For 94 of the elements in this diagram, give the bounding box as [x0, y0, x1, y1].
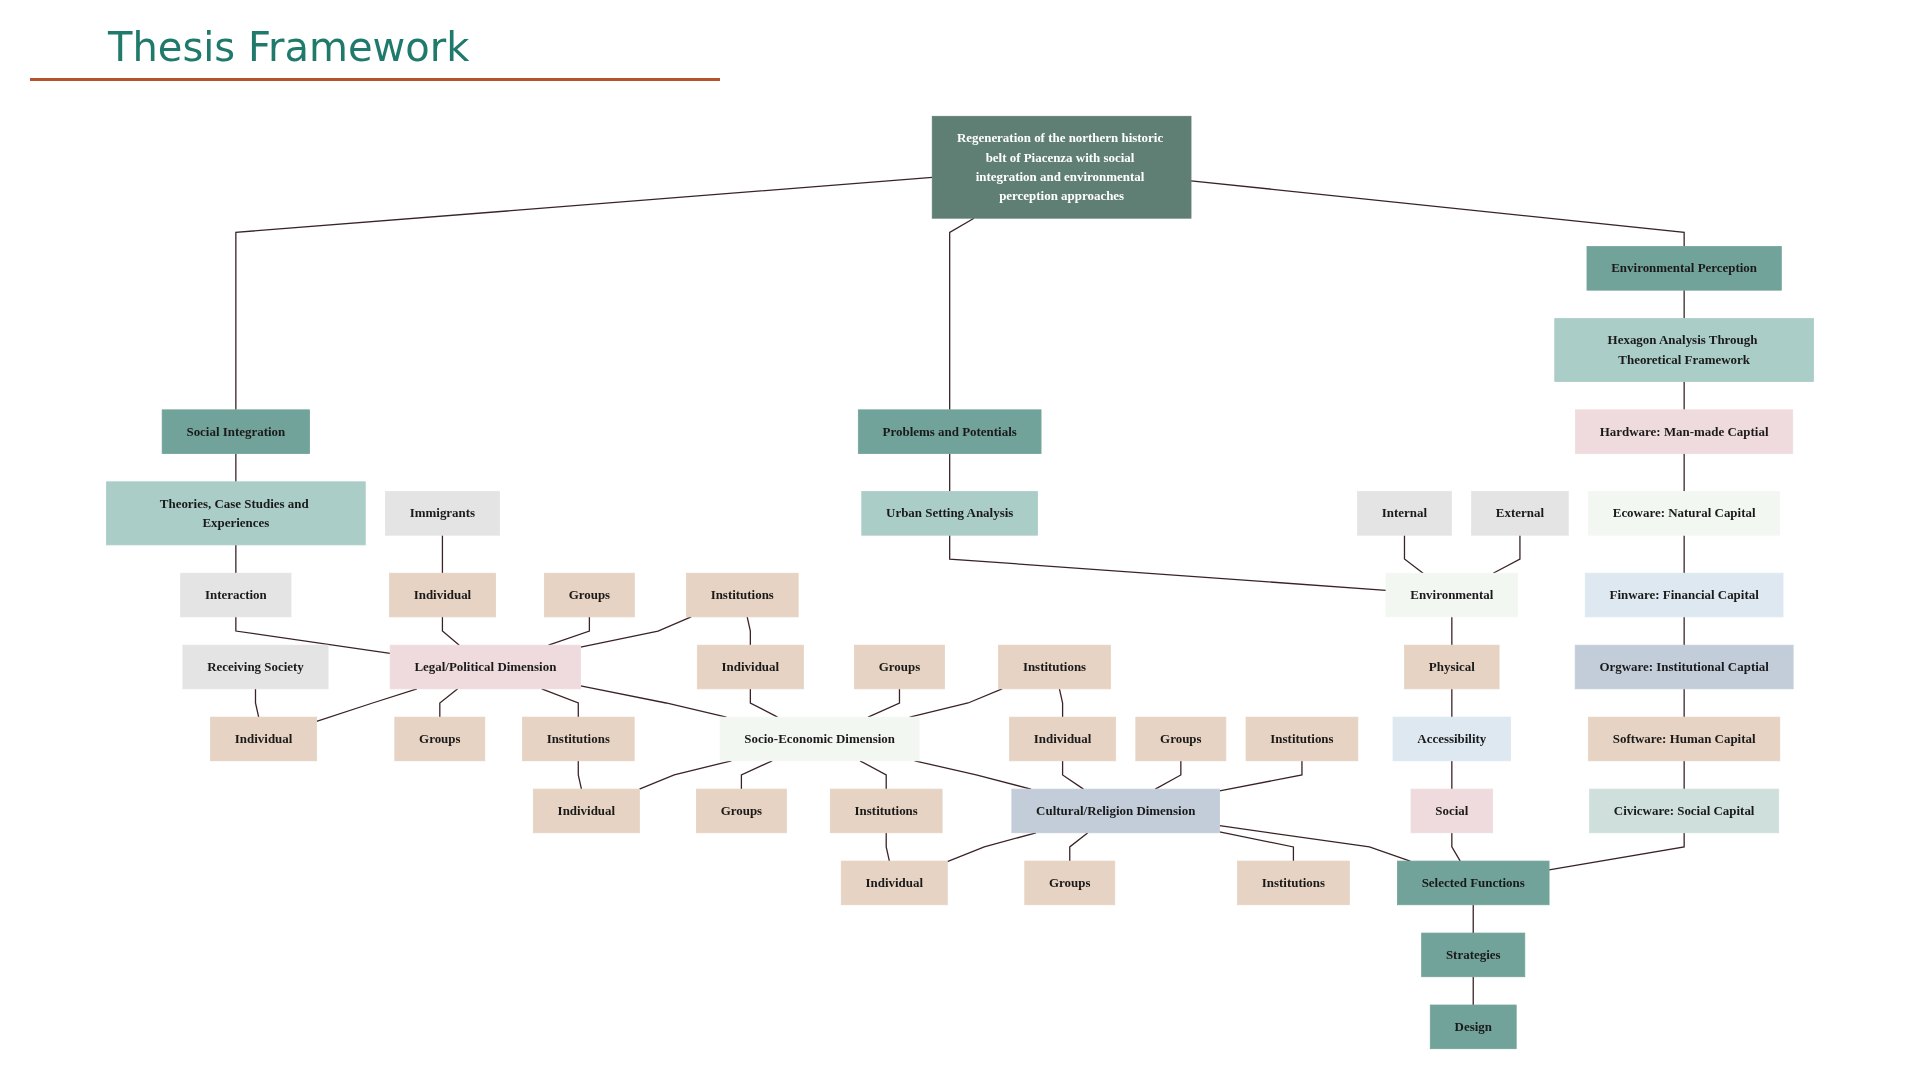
node-box: Groups [394, 716, 486, 762]
node-box: Receiving Society [182, 644, 329, 690]
node-box: Individual [696, 644, 804, 690]
node-box: Individual [210, 716, 317, 762]
node-box: Institutions [1237, 860, 1350, 906]
connector [547, 616, 591, 646]
node-box: Hardware: Man-made Captial [1575, 409, 1794, 454]
node-box: Legal/Political Dimension [389, 644, 581, 690]
connector [949, 217, 975, 411]
connector [1548, 832, 1685, 871]
node-box: Physical [1404, 644, 1500, 690]
connector [1472, 904, 1474, 934]
connector [235, 452, 237, 483]
node-box: Institutions [521, 716, 635, 762]
node-box: Regeneration of the northern historic belt of Piacenza with social integration and environmental perception approaches [931, 115, 1192, 219]
connector [254, 688, 260, 718]
connector [235, 616, 391, 654]
connector [1451, 688, 1453, 718]
node-box: Hexagon Analysis Through Theoretical Framework [1554, 318, 1814, 382]
node-box: Immigrants [385, 491, 500, 536]
node-box: Groups [854, 644, 945, 690]
node-box: Theories, Case Studies and Experiences [106, 481, 366, 546]
node-box: Environmental Perception [1586, 246, 1782, 291]
connector [1451, 832, 1461, 862]
connector [867, 688, 901, 718]
connector [235, 544, 237, 574]
node-box: Software: Human Capital [1588, 716, 1781, 762]
node-box: Accessibility [1392, 716, 1511, 762]
node-box: Orgware: Institutional Captial [1574, 644, 1794, 690]
node-box: Selected Functions [1397, 860, 1550, 906]
connector [441, 616, 460, 646]
connector [949, 452, 951, 493]
node-box: Environmental [1385, 572, 1519, 618]
connector [1218, 825, 1411, 862]
node-box: Institutions [998, 644, 1111, 690]
node-box: Strategies [1421, 932, 1526, 978]
node-box: Individual [1009, 716, 1117, 762]
connector [946, 832, 1037, 863]
connector [1683, 760, 1685, 790]
connector [885, 832, 891, 862]
connector [1683, 616, 1685, 646]
connector [1683, 289, 1685, 320]
connector [1069, 832, 1089, 862]
node-box: Institutions [829, 788, 943, 834]
connector [1218, 831, 1295, 862]
connector [439, 688, 459, 718]
title: Thesis Framework [108, 24, 470, 70]
connector [441, 534, 444, 574]
connector [1683, 452, 1685, 493]
connector [1154, 760, 1182, 790]
node-box: Institutions [685, 572, 799, 618]
node-box: Social Integration [161, 409, 310, 454]
connector [749, 688, 779, 718]
connector [235, 176, 933, 411]
connector [1451, 616, 1453, 646]
node-box: Socio-Economic Dimension [719, 716, 920, 762]
node-box: Individual [389, 572, 496, 618]
node-box: Social [1410, 788, 1494, 834]
connector [1683, 534, 1685, 574]
connector [1403, 534, 1424, 574]
node-box: Urban Setting Analysis [861, 491, 1038, 536]
node-box: Design [1429, 1004, 1517, 1050]
connector [746, 616, 751, 646]
node-box: Groups [544, 572, 635, 618]
connector [859, 760, 887, 790]
node-box: Groups [696, 788, 787, 834]
node-box: Finware: Financial Capital [1584, 572, 1784, 618]
connector [1683, 380, 1685, 411]
connector [1061, 760, 1085, 790]
node-box: Ecoware: Natural Capital [1588, 491, 1781, 536]
connector [740, 760, 773, 790]
connector [577, 760, 583, 790]
node-box: Problems and Potentials [857, 409, 1042, 454]
connector [1058, 688, 1064, 718]
node-box: Cultural/Religion Dimension [1011, 788, 1220, 834]
node-box: Individual [532, 788, 640, 834]
connector [541, 688, 579, 718]
node-box: Civicware: Social Capital [1589, 788, 1780, 834]
connector [1683, 688, 1685, 718]
connector [638, 760, 733, 790]
connector [1472, 976, 1474, 1006]
connector [1451, 760, 1453, 790]
connector [1218, 760, 1303, 792]
node-box: Interaction [180, 572, 292, 618]
connector [315, 688, 418, 723]
node-box: Institutions [1245, 716, 1359, 762]
connector [579, 616, 692, 648]
connector [949, 534, 1387, 591]
node-box: Groups [1024, 860, 1116, 906]
node-box: External [1471, 491, 1569, 536]
node-box: Groups [1135, 716, 1227, 762]
connector [1190, 180, 1685, 248]
node-box: Internal [1357, 491, 1452, 536]
node-box: Individual [840, 860, 948, 906]
